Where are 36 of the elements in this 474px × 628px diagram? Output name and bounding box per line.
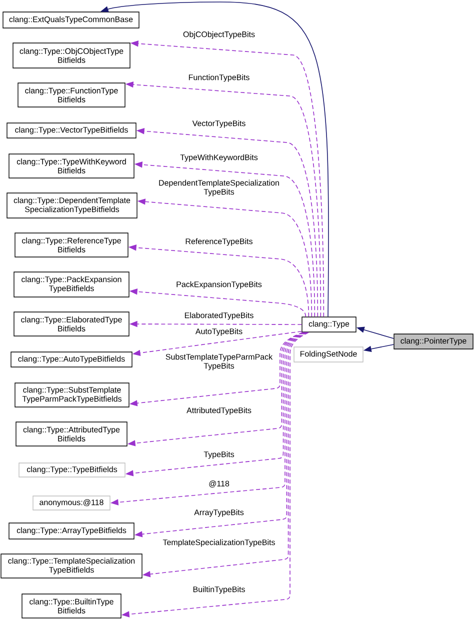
edge-label: ElaboratedTypeBits: [184, 312, 254, 320]
class-box: clang::Type::BuiltinType Bitfields: [22, 594, 122, 618]
edge-label: @118: [209, 480, 230, 488]
class-box: clang::Type::VectorTypeBitfields: [6, 122, 136, 138]
class-box: clang::Type::AttributedType Bitfields: [16, 422, 128, 446]
edge-label: TypeBits: [204, 451, 234, 459]
edge-label: SubstTemplateTypeParmPack TypeBits: [166, 354, 273, 370]
edge-label: TypeWithKeywordBits: [180, 154, 258, 162]
class-box: FoldingSetNode: [294, 346, 364, 362]
class-box: clang::Type::AutoTypeBitfields: [10, 352, 132, 368]
edge-label: BuiltinTypeBits: [193, 586, 245, 594]
edge-label: FunctionTypeBits: [188, 74, 250, 82]
class-box: clang::PointerType: [394, 334, 474, 350]
edge-label: AttributedTypeBits: [186, 407, 252, 415]
edge-label: AutoTypeBits: [195, 328, 242, 336]
class-box: clang::Type::DependentTemplate SpecializationTypeBitfields: [6, 192, 138, 218]
class-box: clang::ExtQualsTypeCommonBase: [2, 12, 140, 28]
edge-label: TemplateSpecializationTypeBits: [162, 539, 275, 547]
class-box: clang::Type::TypeWithKeyword Bitfields: [8, 154, 134, 178]
class-box: clang::Type::PackExpansion TypeBitfields: [14, 272, 130, 298]
edge-label: DependentTemplateSpecialization TypeBits: [159, 180, 279, 196]
edge-label: ReferenceTypeBits: [186, 238, 252, 246]
class-box: clang::Type::TemplateSpecialization TypeBitfields: [0, 554, 142, 578]
edge-label: PackExpansionTypeBits: [176, 281, 262, 289]
class-box: clang::Type::ReferenceType Bitfields: [14, 232, 128, 258]
class-box: clang::Type::SubstTemplate TypeParmPackTypeBitfields: [14, 382, 130, 408]
class-box: clang::Type::FunctionType Bitfields: [18, 82, 126, 108]
class-box: clang::Type::ElaboratedType Bitfields: [14, 312, 130, 336]
edge-label: ObjCObjectTypeBits: [183, 31, 255, 39]
class-box: clang::Type: [302, 316, 356, 332]
edge-label: ArrayTypeBits: [194, 509, 244, 517]
class-box: clang::Type::TypeBitfields: [18, 462, 126, 478]
class-box: anonymous:@118: [32, 496, 110, 510]
class-box: clang::Type::ObjCObjectType Bitfields: [12, 42, 130, 68]
edge-label: VectorTypeBits: [192, 120, 246, 128]
class-box: clang::Type::ArrayTypeBitfields: [8, 522, 134, 540]
